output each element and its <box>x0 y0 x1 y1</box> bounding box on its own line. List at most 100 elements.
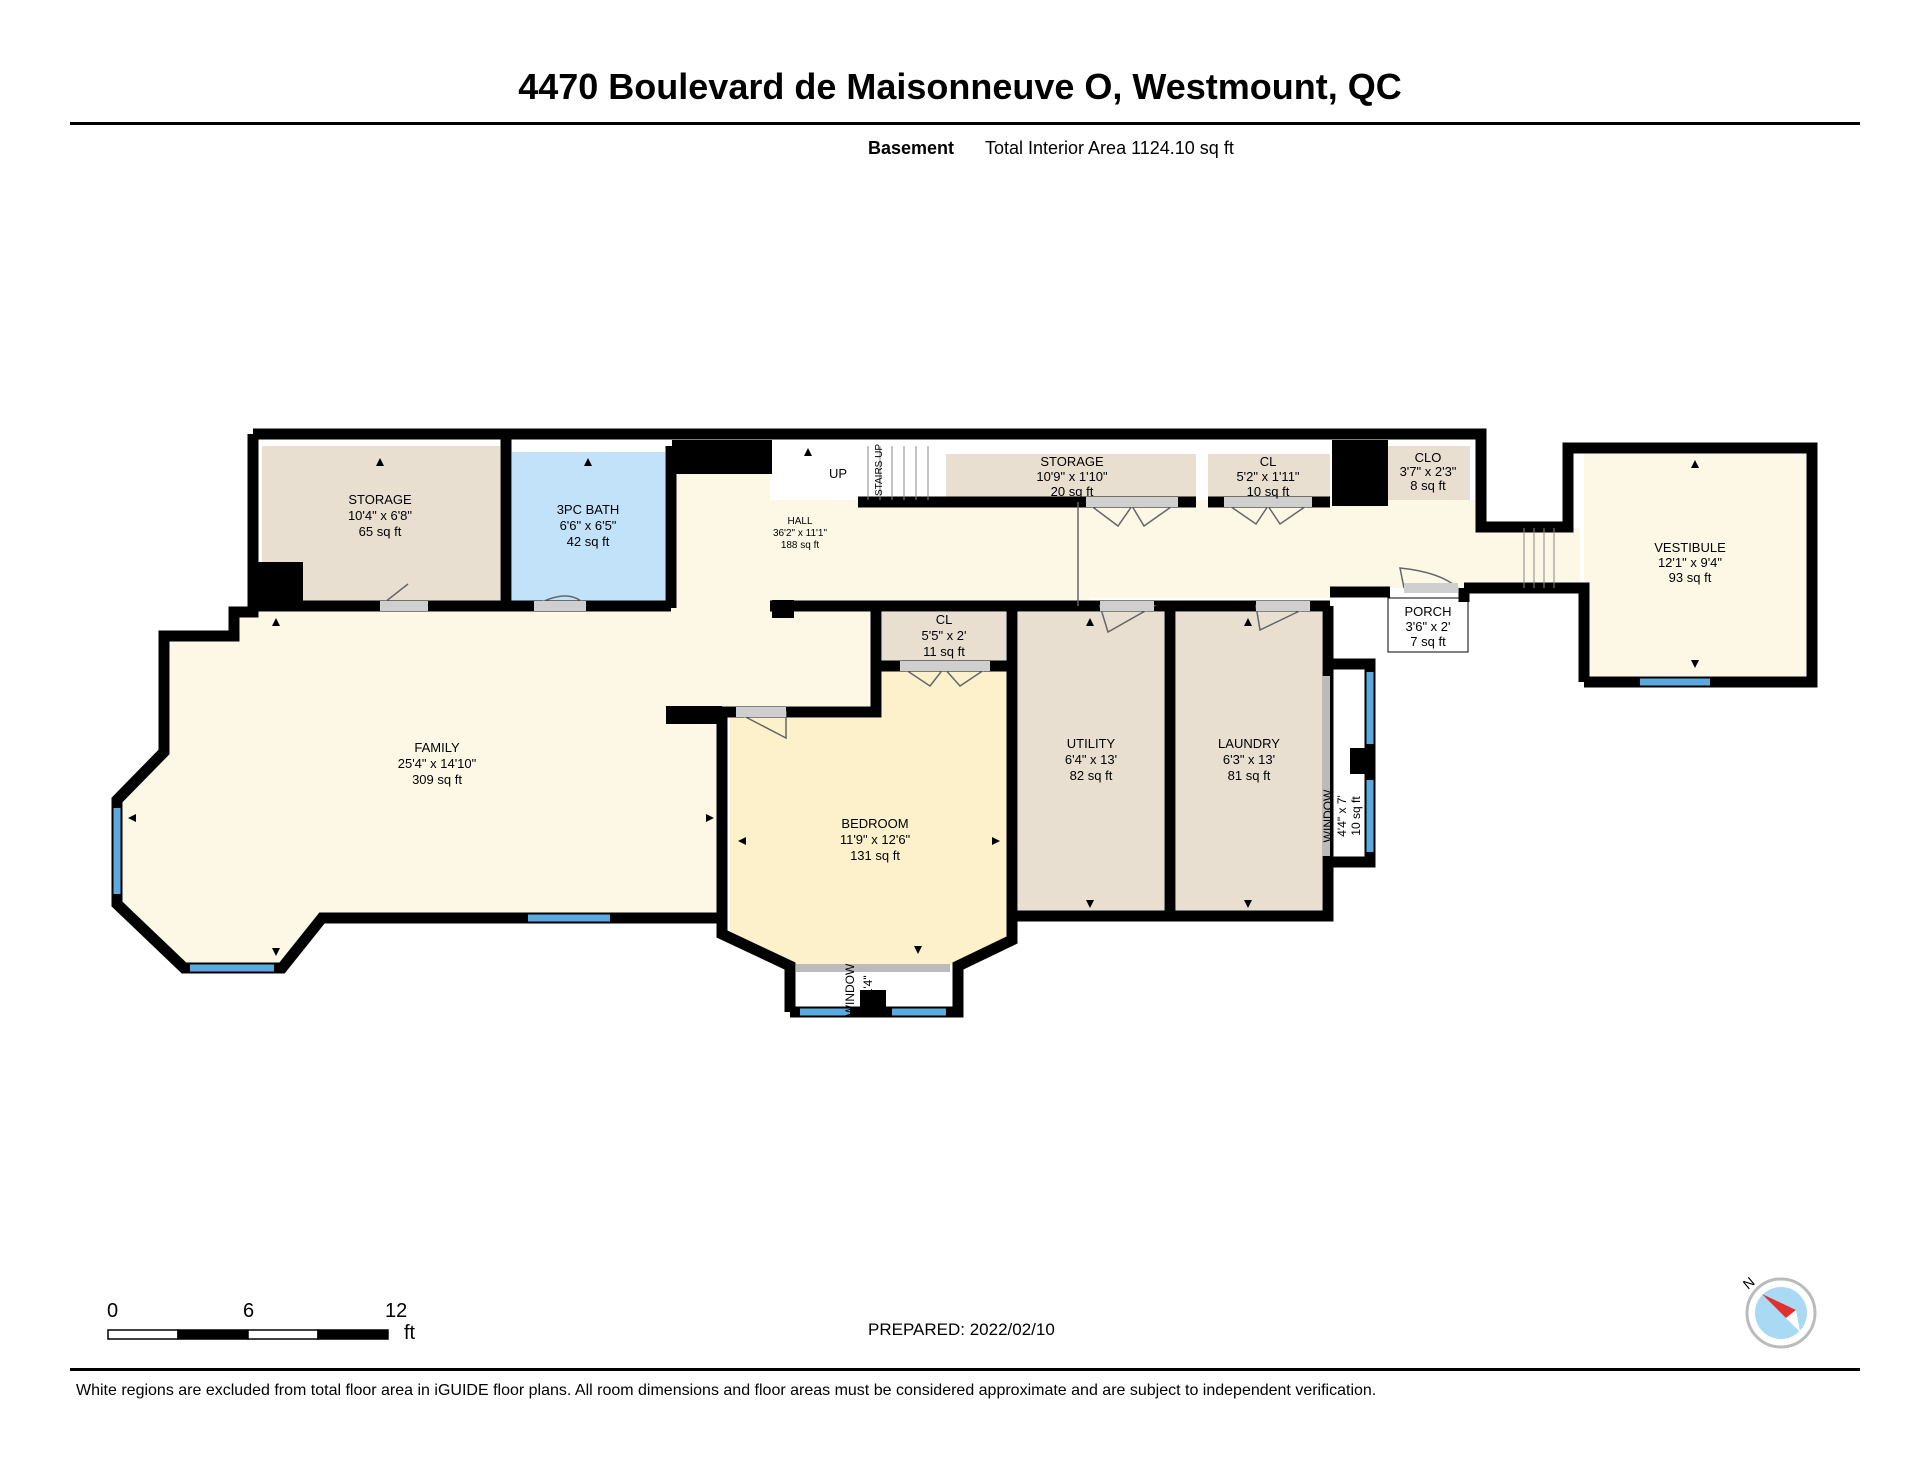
scale-segment <box>317 1329 389 1340</box>
stairs-label: STAIRS UP <box>874 444 885 496</box>
clo-area: 8 sq ft <box>1410 478 1446 493</box>
arrow-marker <box>804 448 812 456</box>
total-area-label: Total Interior Area 1124.10 sq ft <box>985 138 1234 158</box>
cl-small-dims: 5'5" x 2' <box>922 628 967 643</box>
storage-left-dims: 10'4" x 6'8" <box>348 508 412 523</box>
utility-name: UTILITY <box>1067 736 1116 751</box>
family-area: 309 sq ft <box>412 772 462 787</box>
cl-small-floor <box>882 612 1006 662</box>
cl-small-area: 11 sq ft <box>923 644 965 659</box>
arrow-marker <box>376 458 384 466</box>
porch-floor <box>1387 597 1469 653</box>
cl-top-name: CL <box>1260 454 1277 469</box>
stairs-floor <box>858 446 938 500</box>
top-wall <box>253 428 1818 688</box>
arrow-marker <box>992 837 1000 845</box>
arrow-marker <box>272 618 280 626</box>
porch-dims: 3'6" x 2' <box>1406 619 1451 634</box>
column-block <box>253 562 303 610</box>
utility-area: 82 sq ft <box>1070 768 1113 783</box>
arrow-marker <box>738 837 746 845</box>
clo-floor <box>1388 446 1470 500</box>
scale-segment <box>107 1329 179 1340</box>
laundry-floor <box>1176 612 1322 914</box>
scale-unit: ft <box>404 1322 416 1344</box>
compass-needle-north <box>1762 1294 1796 1318</box>
scale-tick-6: 6 <box>243 1300 255 1322</box>
cl-small-name: CL <box>936 612 953 627</box>
cl-top-area: 10 sq ft <box>1247 484 1290 499</box>
utility-floor <box>1018 612 1164 914</box>
scale-tick-0: 0 <box>107 1300 119 1322</box>
bedroom-name: BEDROOM <box>841 816 908 831</box>
arrow-marker <box>272 948 280 956</box>
laundry-name: LAUNDRY <box>1218 736 1280 751</box>
vestibule-left-wall <box>1464 582 1590 682</box>
window-bottom-name: WINDOW <box>843 963 857 1016</box>
arrow-marker <box>128 814 136 822</box>
prepared-date: PREPARED: 2022/02/10 <box>868 1320 1055 1339</box>
storage-left-area: 65 sq ft <box>359 524 402 539</box>
hall-dims: 36'2" x 11'1" <box>773 528 828 539</box>
arrow-marker <box>1691 460 1699 468</box>
cl-top-floor <box>1208 454 1330 500</box>
storage-top-area: 20 sq ft <box>1051 484 1094 499</box>
dimension-arrows <box>128 448 1699 956</box>
window-mullion <box>1350 748 1372 774</box>
arrow-marker <box>1244 618 1252 626</box>
floor-fills <box>120 446 1806 1012</box>
footer-divider <box>70 1368 1860 1371</box>
stair-treads <box>867 446 1555 588</box>
up-label: UP <box>829 466 847 481</box>
vestibule-dims: 12'1" x 9'4" <box>1658 555 1722 570</box>
compass: N <box>1740 1274 1817 1349</box>
laundry-area: 81 sq ft <box>1228 768 1271 783</box>
arrow-marker <box>1691 660 1699 668</box>
bay-wall <box>790 676 1334 1018</box>
window-bottom-dims: x 1'4" <box>861 975 875 1004</box>
vestibule-floor <box>1584 454 1806 676</box>
storage-top-dims: 10'9" x 1'10" <box>1036 469 1108 484</box>
scale-segment <box>177 1329 249 1340</box>
laundry-dims: 6'3" x 13' <box>1223 752 1275 767</box>
hall-name: HALL <box>787 516 812 527</box>
family-name: FAMILY <box>414 740 460 755</box>
hall-area: 188 sq ft <box>781 540 820 551</box>
hall-stub <box>772 600 794 618</box>
utility-dims: 6'4" x 13' <box>1065 752 1117 767</box>
window-right-area: 10 sq ft <box>1349 796 1363 836</box>
room-labels: STORAGE 10'4" x 6'8" 65 sq ft 3PC BATH 6… <box>348 444 1726 1017</box>
hall-floor <box>672 446 1580 612</box>
family-dims: 25'4" x 14'10" <box>398 756 477 771</box>
bedroom-dims: 11'9" x 12'6" <box>840 832 911 847</box>
windows <box>113 672 1710 1016</box>
clo-name: CLO <box>1415 450 1442 465</box>
vestibule-name: VESTIBULE <box>1654 540 1726 555</box>
scale-segment <box>247 1329 319 1340</box>
vestibule-area: 93 sq ft <box>1669 570 1712 585</box>
disclaimer-text: White regions are excluded from total fl… <box>76 1382 1377 1399</box>
left-wall <box>111 434 796 1012</box>
cl-top-dims: 5'2" x 1'11" <box>1236 469 1299 484</box>
stair-block <box>672 440 772 474</box>
window-right-name: WINDOW <box>1321 789 1335 842</box>
storage-top-name: STORAGE <box>1040 454 1104 469</box>
arrow-marker <box>706 814 714 822</box>
storage-top-floor <box>946 454 1196 500</box>
arrow-marker <box>584 458 592 466</box>
bath-name: 3PC BATH <box>557 502 620 517</box>
clo-dims: 3'7" x 2'3" <box>1400 464 1457 479</box>
bath-area: 42 sq ft <box>567 534 610 549</box>
bedroom-floor <box>730 666 1008 966</box>
scale-tick-12: 12 <box>385 1300 408 1322</box>
bath-dims: 6'6" x 6'5" <box>560 518 617 533</box>
bedroom-area: 131 sq ft <box>850 848 900 863</box>
bath-floor <box>512 452 665 602</box>
window-right-dims: 4'4" x 7' <box>1335 795 1349 837</box>
arrow-marker <box>914 946 922 954</box>
bay-post <box>860 990 886 1016</box>
family-floor <box>120 612 876 968</box>
chimney-block <box>1332 440 1388 506</box>
scale-bar <box>107 1329 389 1340</box>
